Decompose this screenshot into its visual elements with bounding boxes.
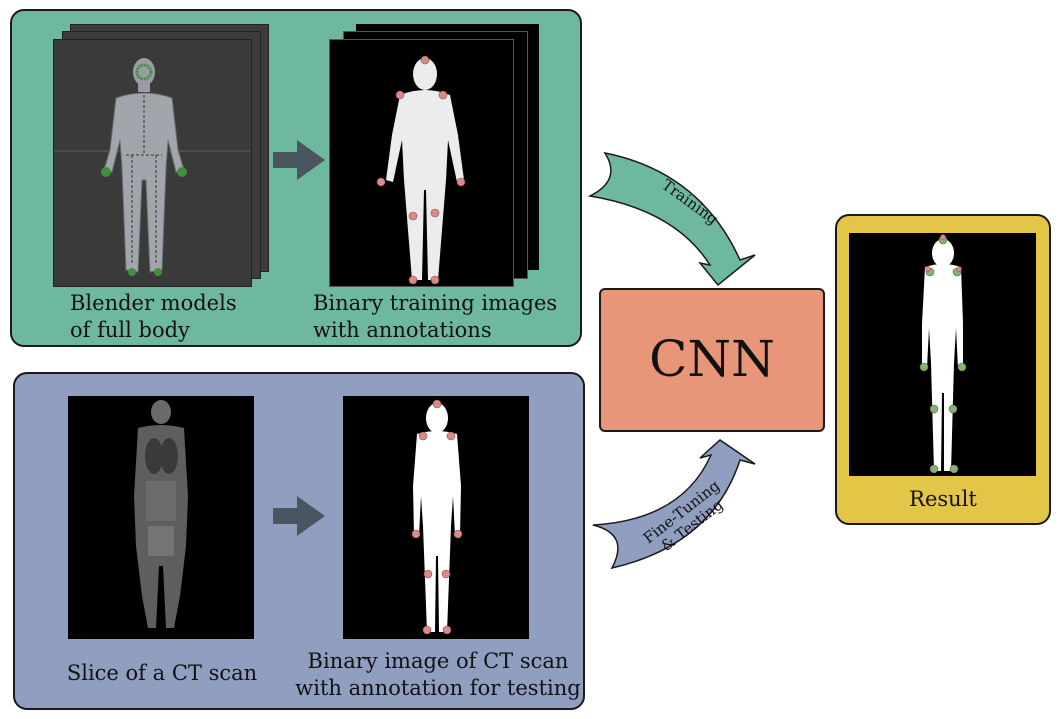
result-label: Result — [909, 487, 977, 511]
blender-model-image — [53, 39, 252, 287]
binary-ct-image — [343, 396, 529, 639]
training-arrow-label: Training — [658, 175, 722, 229]
result-image — [849, 233, 1036, 476]
ct-label: Slice of a CT scan — [66, 661, 258, 685]
cnn-box — [599, 288, 825, 432]
blender-label: Blender models of full body — [70, 291, 237, 342]
binary-ct-label: Binary image of CT scan with annotation … — [295, 649, 581, 700]
ct-slice-image — [68, 396, 254, 639]
annotation-dots-ct — [411, 399, 463, 635]
human-silhouette-result — [922, 239, 963, 471]
cnn-label: CNN — [649, 330, 775, 388]
finetune-arrow-label: Fine-Tuning & Testing — [639, 476, 727, 556]
ct-body — [134, 400, 188, 628]
human-silhouette-ct — [413, 403, 461, 632]
result-keypoints-red — [925, 234, 962, 272]
binary-training-image — [329, 39, 514, 287]
result-keypoints — [919, 235, 967, 474]
training-arrow — [587, 151, 756, 287]
blender-body — [101, 58, 187, 276]
human-silhouette — [386, 58, 464, 280]
binary-training-label: Binary training images with annotations — [313, 291, 558, 342]
annotation-dots — [376, 55, 466, 285]
